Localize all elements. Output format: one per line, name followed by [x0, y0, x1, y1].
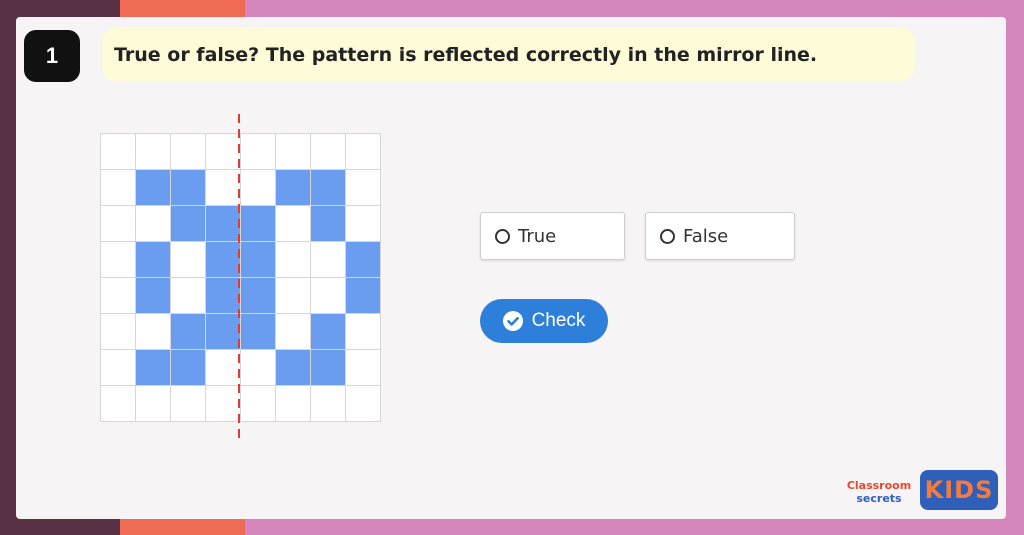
grid-cell-filled: [171, 314, 206, 350]
check-button[interactable]: Check: [480, 299, 608, 343]
grid-cell-empty: [346, 206, 381, 242]
grid-cell-empty: [206, 170, 241, 206]
grid-cell-empty: [101, 386, 136, 422]
grid-cell-empty: [241, 134, 276, 170]
grid-cell-empty: [346, 350, 381, 386]
grid-cell-filled: [241, 314, 276, 350]
option-false-label: False: [683, 225, 729, 247]
grid-cell-filled: [311, 206, 346, 242]
grid-cell-filled: [206, 314, 241, 350]
grid-cell-empty: [346, 170, 381, 206]
grid-cell-empty: [171, 278, 206, 314]
grid-cell-filled: [276, 170, 311, 206]
grid-cell-filled: [171, 170, 206, 206]
grid-cell-empty: [101, 350, 136, 386]
grid-cell-filled: [206, 206, 241, 242]
question-number-badge: 1: [24, 30, 80, 82]
grid-cell-empty: [101, 170, 136, 206]
grid-cell-filled: [136, 170, 171, 206]
grid-cell-empty: [101, 314, 136, 350]
grid-cell-filled: [136, 242, 171, 278]
grid-cell-empty: [311, 134, 346, 170]
grid-cell-empty: [206, 350, 241, 386]
grid-cell-empty: [171, 242, 206, 278]
svg-text:Classroom: Classroom: [847, 479, 911, 492]
grid-cell-empty: [346, 134, 381, 170]
grid-cell-empty: [171, 134, 206, 170]
grid-cell-empty: [311, 278, 346, 314]
check-circle-icon: [502, 311, 523, 331]
grid-cell-filled: [276, 350, 311, 386]
grid-cell-filled: [241, 242, 276, 278]
grid-cell-empty: [136, 134, 171, 170]
option-true-label: True: [518, 225, 557, 247]
grid-cell-filled: [171, 350, 206, 386]
grid-cell-filled: [136, 278, 171, 314]
grid-cell-empty: [276, 278, 311, 314]
grid-cell-empty: [101, 278, 136, 314]
grid-cell-empty: [241, 170, 276, 206]
grid-cell-empty: [276, 386, 311, 422]
grid-cell-filled: [311, 350, 346, 386]
grid-cell-empty: [171, 386, 206, 422]
grid-cell-empty: [241, 350, 276, 386]
grid-cell-empty: [346, 386, 381, 422]
grid-cell-empty: [311, 386, 346, 422]
grid-cell-empty: [276, 242, 311, 278]
check-button-label: Check: [531, 310, 586, 331]
svg-text:secrets: secrets: [856, 492, 902, 505]
grid-cell-empty: [136, 386, 171, 422]
option-false[interactable]: False: [645, 212, 795, 260]
grid-cell-filled: [311, 170, 346, 206]
classroom-secrets-logo: Classroom secrets: [847, 479, 911, 505]
radio-icon[interactable]: [660, 228, 675, 244]
pattern-grid: [100, 133, 381, 422]
grid-cell-filled: [311, 314, 346, 350]
grid-cell-empty: [206, 386, 241, 422]
kids-logo: KIDS: [920, 470, 998, 510]
option-true[interactable]: True: [480, 212, 625, 260]
grid-cell-empty: [276, 206, 311, 242]
grid-cell-empty: [136, 314, 171, 350]
grid-cell-empty: [101, 134, 136, 170]
question-text: True or false? The pattern is reflected …: [102, 27, 915, 82]
grid-cell-empty: [101, 242, 136, 278]
grid-cell-empty: [241, 386, 276, 422]
grid-cell-filled: [241, 278, 276, 314]
grid-cell-filled: [346, 242, 381, 278]
grid-cell-empty: [136, 206, 171, 242]
grid-cell-filled: [136, 350, 171, 386]
grid-cell-filled: [206, 278, 241, 314]
grid-cell-filled: [171, 206, 206, 242]
mirror-line: [238, 114, 240, 439]
grid-cell-empty: [276, 314, 311, 350]
grid-cell-empty: [101, 206, 136, 242]
grid-cell-empty: [311, 242, 346, 278]
grid-cell-filled: [206, 242, 241, 278]
grid-cell-filled: [241, 206, 276, 242]
radio-icon[interactable]: [495, 228, 510, 244]
grid-cell-empty: [346, 314, 381, 350]
grid-cell-filled: [346, 278, 381, 314]
grid-cell-empty: [206, 134, 241, 170]
grid-cell-empty: [276, 134, 311, 170]
